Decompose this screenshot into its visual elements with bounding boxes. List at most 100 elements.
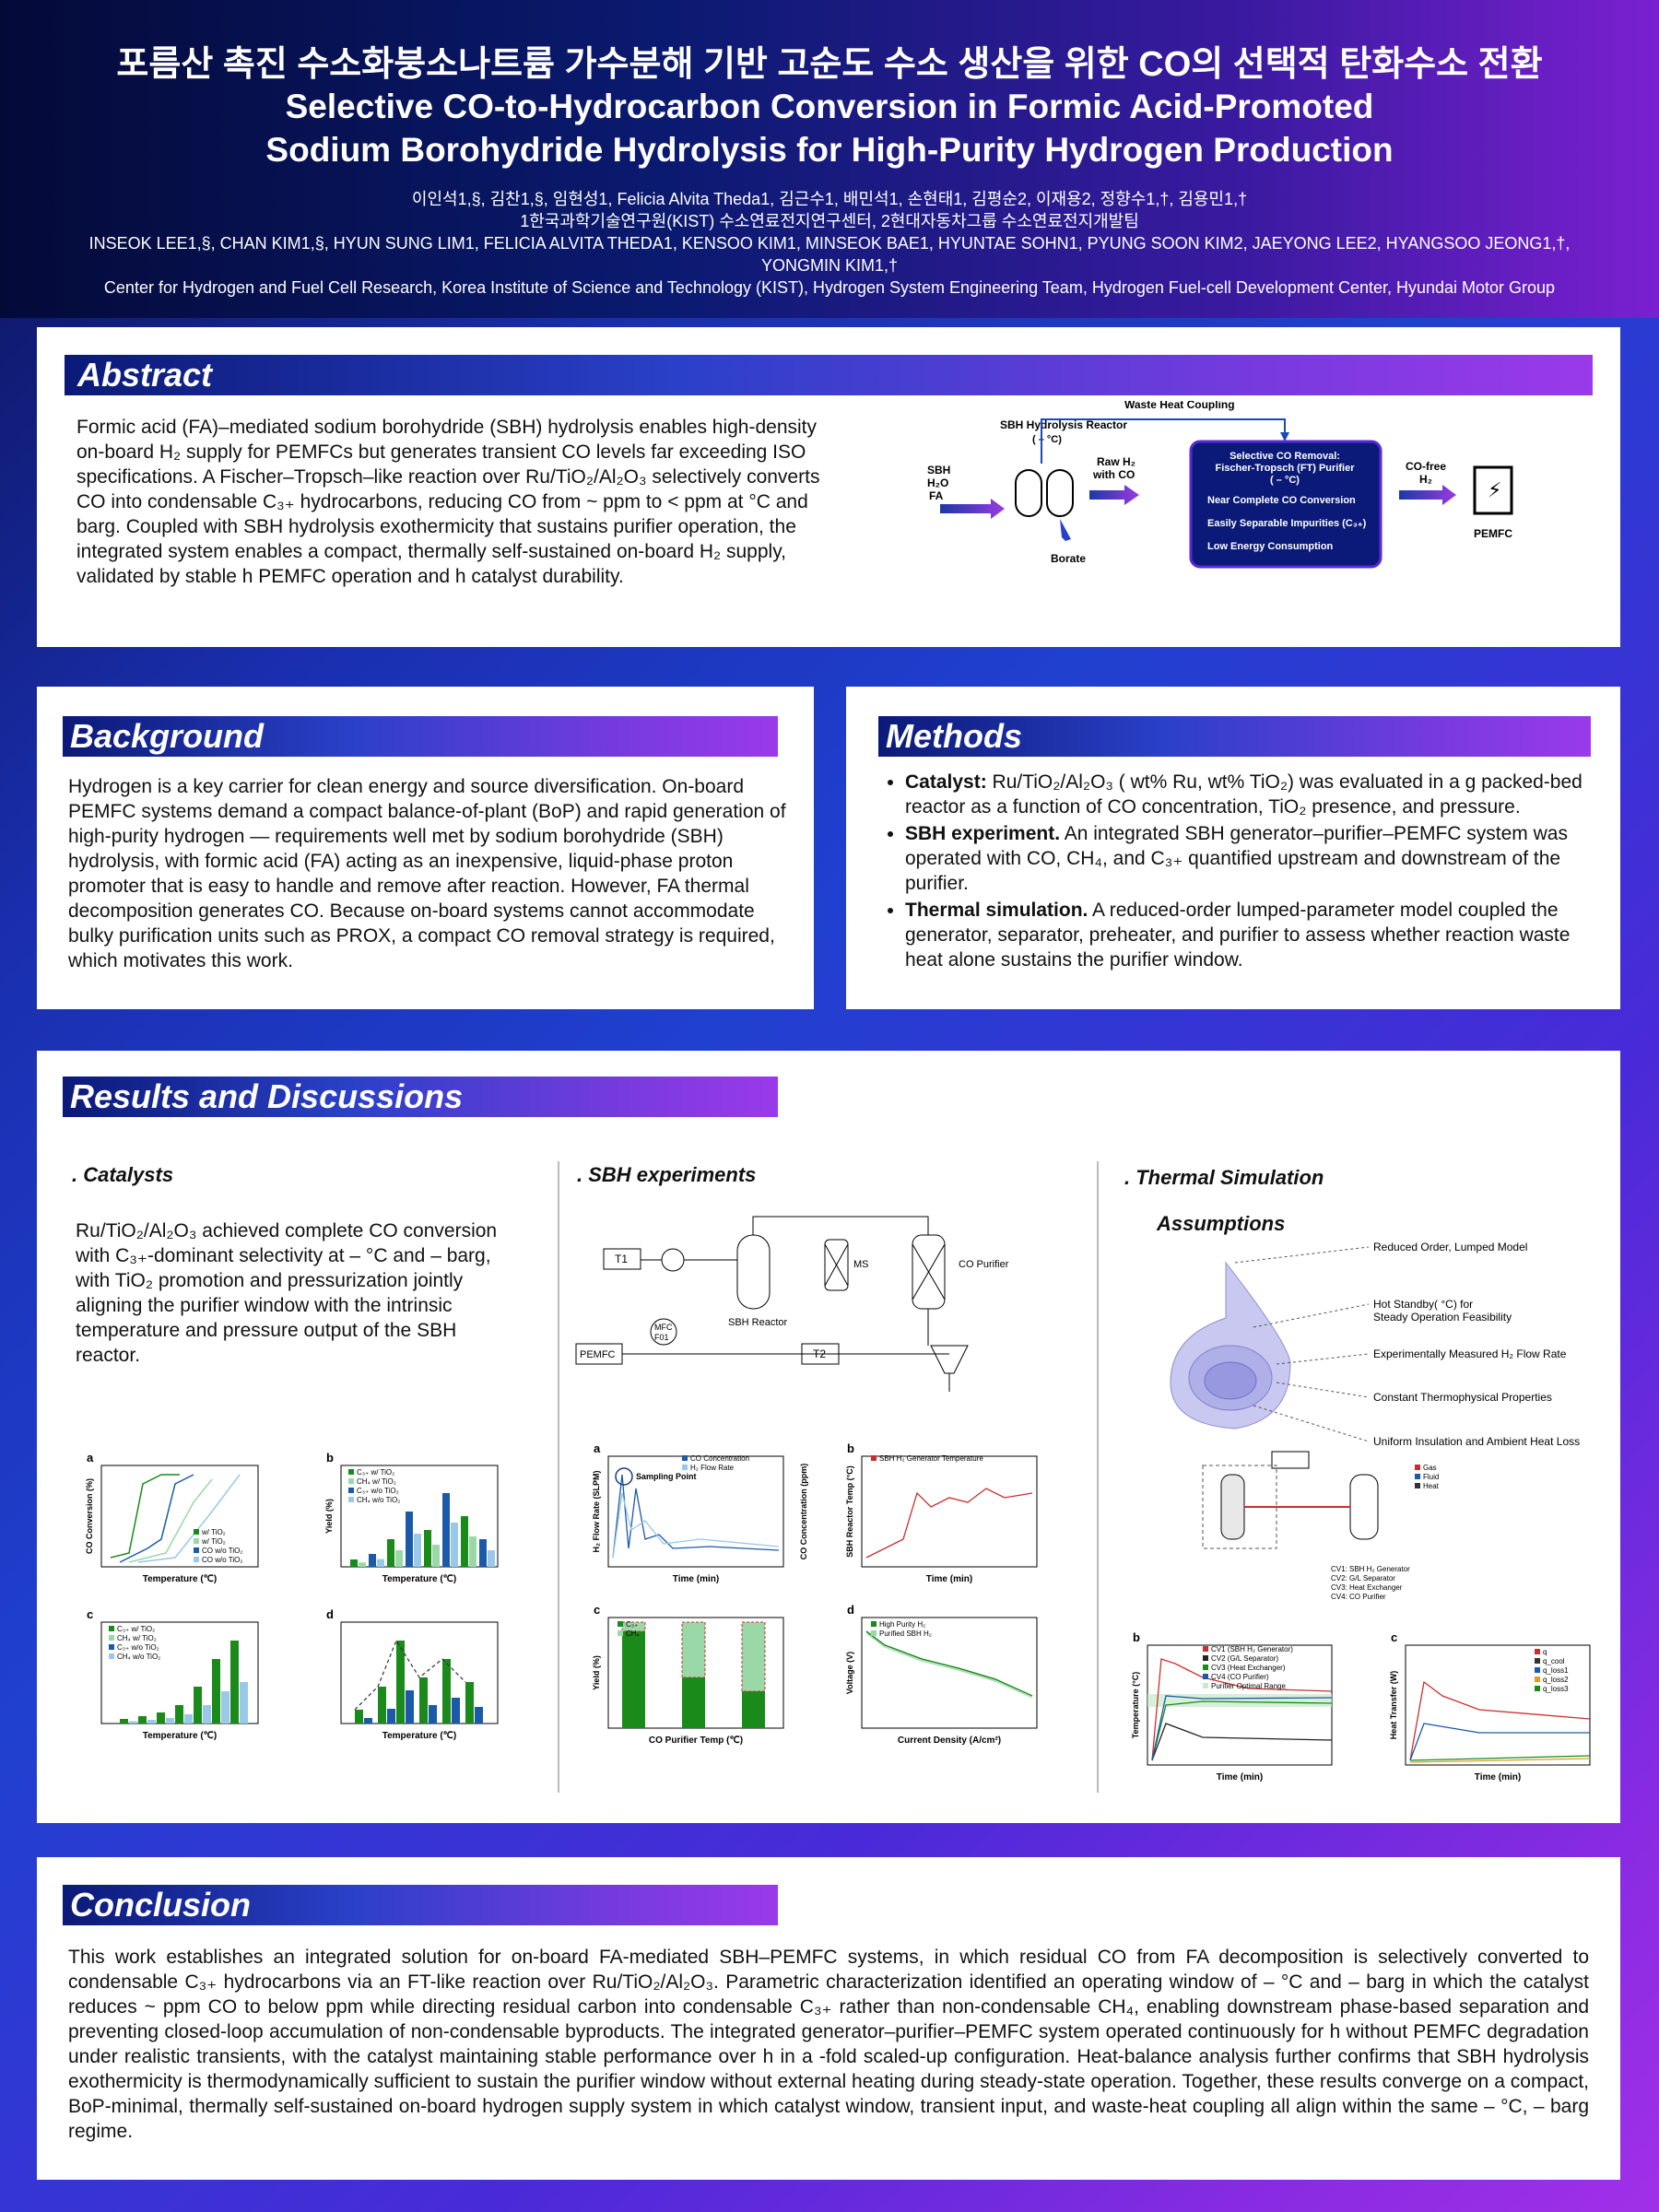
x-axis-label: Temperature (℃): [382, 1574, 457, 1584]
panel-label: c: [594, 1603, 600, 1617]
purifier-temp: ( – °C): [1270, 475, 1300, 486]
title-korean: 포름산 촉진 수소화붕소나트륨 가수분해 기반 고순도 수소 생산을 위한 CO…: [116, 45, 1543, 84]
authors-english: INSEOK LEE1,§, CHAN KIM1,§, HYUN SUNG LI…: [88, 234, 1571, 253]
legend-item: C₃₊ w/ TiO₂: [117, 1625, 155, 1633]
plot-frame: [861, 1617, 1038, 1729]
yield-bar: [364, 1718, 372, 1724]
yield-bar: [369, 1554, 376, 1567]
yield-bar: [377, 1559, 384, 1567]
legend-item: CV1 (SBH H₂ Generator): [1211, 1645, 1293, 1653]
input-arrow: [940, 499, 1005, 519]
x-axis-label: Time (min): [1475, 1772, 1521, 1783]
svg-text:PEMFC: PEMFC: [580, 1349, 616, 1360]
raw-h2-label: Raw H₂: [1097, 455, 1135, 468]
y-axis-label: SBH Reactor Temp (°C): [845, 1465, 854, 1557]
panel-label: b: [326, 1451, 334, 1465]
legend-item: Heat: [1423, 1482, 1440, 1490]
sampling-point-marker: [615, 1467, 633, 1486]
yield-bar: [451, 1523, 458, 1567]
conclusion-text: This work establishes an integrated solu…: [68, 1947, 1589, 2142]
y-axis-label: Voltage (V): [845, 1652, 854, 1694]
y-axis-label: Heat Transfer (W): [1389, 1671, 1398, 1740]
catalysts-text: Ru/TiO₂/Al₂O₃ achieved complete CO conve…: [76, 1220, 498, 1366]
legend-item: q: [1543, 1648, 1547, 1656]
input-sbh: SBH: [927, 464, 950, 477]
title-english-2: Sodium Borohydride Hydrolysis for High-P…: [265, 131, 1394, 169]
cv4-temp-line: [1151, 1695, 1333, 1761]
cv2-temp-line: [1151, 1723, 1333, 1761]
legend-swatch: [109, 1635, 114, 1641]
plot-frame: [1405, 1644, 1591, 1766]
legend-item: CH₄ w/ TiO₂: [117, 1634, 157, 1642]
y-axis-label: H₂ Flow Rate (SLPM): [592, 1470, 601, 1552]
x-axis-label: CO Purifier Temp (℃): [649, 1735, 743, 1746]
legend-swatch: [871, 1621, 877, 1627]
legend-item: w/ TiO₂: [201, 1528, 226, 1536]
legend-swatch: [1535, 1649, 1540, 1654]
purifier-item-1: Near Complete CO Conversion: [1207, 495, 1356, 506]
poster-header: 포름산 촉진 수소화붕소나트륨 가수분해 기반 고순도 수소 생산을 위한 CO…: [0, 0, 1659, 318]
legend-swatch: [1415, 1483, 1420, 1488]
trend-line: [354, 1639, 466, 1711]
purified-sbh-line: [865, 1632, 1033, 1699]
yield-bar: [419, 1677, 428, 1724]
yield-bar: [387, 1709, 395, 1724]
cv3-temp-line: [1151, 1700, 1333, 1761]
assumptions-title: Assumptions: [1157, 1212, 1286, 1235]
yield-bar: [465, 1682, 474, 1724]
authors-korean: 이인석1,§, 김찬1,§, 임현성1, Felicia Alvita Thed…: [411, 190, 1248, 208]
yield-bar: [138, 1716, 147, 1724]
panel-label: a: [1115, 1447, 1123, 1450]
svg-text:⚡: ⚡: [1488, 479, 1501, 502]
legend-item: Purified SBH H₂: [879, 1630, 932, 1638]
co-conversion-line: [110, 1474, 180, 1559]
background-text: Hydrogen is a key carrier for clean ener…: [68, 776, 786, 971]
purifier-title-1: Selective CO Removal:: [1230, 451, 1340, 462]
legend-item: CV2: G/L Separator: [1331, 1574, 1395, 1583]
svg-text:Hot Standby( °C) for: Hot Standby( °C) for: [1373, 1298, 1473, 1311]
yield-bar: [461, 1516, 468, 1567]
purifier-optimal-range: [1147, 1694, 1332, 1707]
yield-bar: [414, 1534, 421, 1567]
x-axis-label: Temperature (℃): [143, 1574, 218, 1584]
abstract-diagram: SBH H₂O FA SBH Hydrolysis Reactor ( – °C…: [927, 401, 1513, 569]
legend-item: w/ TiO₂: [201, 1537, 226, 1546]
legend-item: CV4 (CO Purifier): [1211, 1673, 1269, 1681]
legend-item: CV3: Heat Exchanger: [1331, 1583, 1403, 1592]
input-fa: FA: [929, 489, 944, 502]
mfc-icon: [650, 1318, 677, 1346]
legend-item: CO w/o TiO₂: [202, 1556, 242, 1564]
output-arrow: [1399, 485, 1456, 505]
legend-swatch: [1203, 1646, 1208, 1652]
c3-yield-bar: [682, 1677, 705, 1728]
sbh-process-diagram: T1 SBH Reactor MS CO Purifier PEMFC MFC …: [575, 1216, 1009, 1392]
legend-item: q_cool: [1543, 1657, 1565, 1665]
legend-item: C₃₊ w/o TiO₂: [117, 1643, 159, 1652]
legend-swatch: [348, 1497, 354, 1502]
y-axis-label: Temperature (°C): [1131, 1672, 1140, 1738]
thermal-title: . Thermal Simulation: [1124, 1166, 1324, 1189]
legend-swatch: [1203, 1683, 1208, 1688]
pump-icon: [661, 1248, 685, 1272]
svg-text:Reduced Order, Lumped Model: Reduced Order, Lumped Model: [1373, 1241, 1527, 1253]
purifier-item-3: Low Energy Consumption: [1207, 541, 1334, 552]
c3-yield-bar: [742, 1691, 765, 1728]
panel-label: b: [847, 1441, 854, 1455]
reactor-vessel-2: [1046, 469, 1074, 517]
svg-text:Experimentally Measured H₂ Flo: Experimentally Measured H₂ Flow Rate: [1373, 1347, 1567, 1360]
legend-item: CO w/o TiO₂: [202, 1547, 242, 1555]
input-h2o: H₂O: [927, 477, 948, 489]
legend-swatch: [871, 1455, 877, 1461]
x-axis-label: Temperature (℃): [143, 1731, 218, 1741]
x-axis-label: Time (min): [673, 1574, 719, 1584]
yield-bar: [240, 1682, 248, 1724]
y2-axis-label: CO Concentration (ppm): [799, 1464, 808, 1560]
conclusion-heading: Conclusion: [63, 1885, 778, 1925]
legend-swatch: [1535, 1686, 1540, 1691]
yield-bar: [355, 1710, 363, 1724]
q-loss-line: [1409, 1758, 1591, 1763]
yield-bar: [488, 1550, 495, 1567]
sbh-reactor-vessel: [736, 1234, 771, 1310]
co-free-h2-label: H₂: [1419, 473, 1432, 486]
